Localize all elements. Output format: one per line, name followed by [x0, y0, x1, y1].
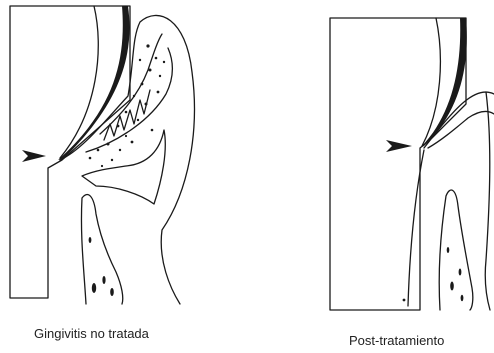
gingiva-outer-right [485, 92, 490, 310]
gingiva-left [60, 15, 194, 304]
sulcus-line-right [408, 150, 424, 306]
sulcus-arrow-left [22, 150, 46, 162]
connective-tissue-left [82, 130, 165, 204]
sulcus-arrow-right [386, 140, 412, 152]
panel-treated [330, 18, 494, 310]
tooth-outline-right [330, 18, 466, 310]
plaque-band-right [420, 18, 467, 148]
caption-untreated: Gingivitis no tratada [34, 326, 149, 341]
caption-treated: Post-tratamiento [349, 333, 444, 348]
alveolar-bone-right [439, 190, 473, 310]
gingiva-right [424, 92, 494, 148]
panel-untreated [10, 6, 194, 304]
alveolar-bone-left [81, 195, 122, 304]
